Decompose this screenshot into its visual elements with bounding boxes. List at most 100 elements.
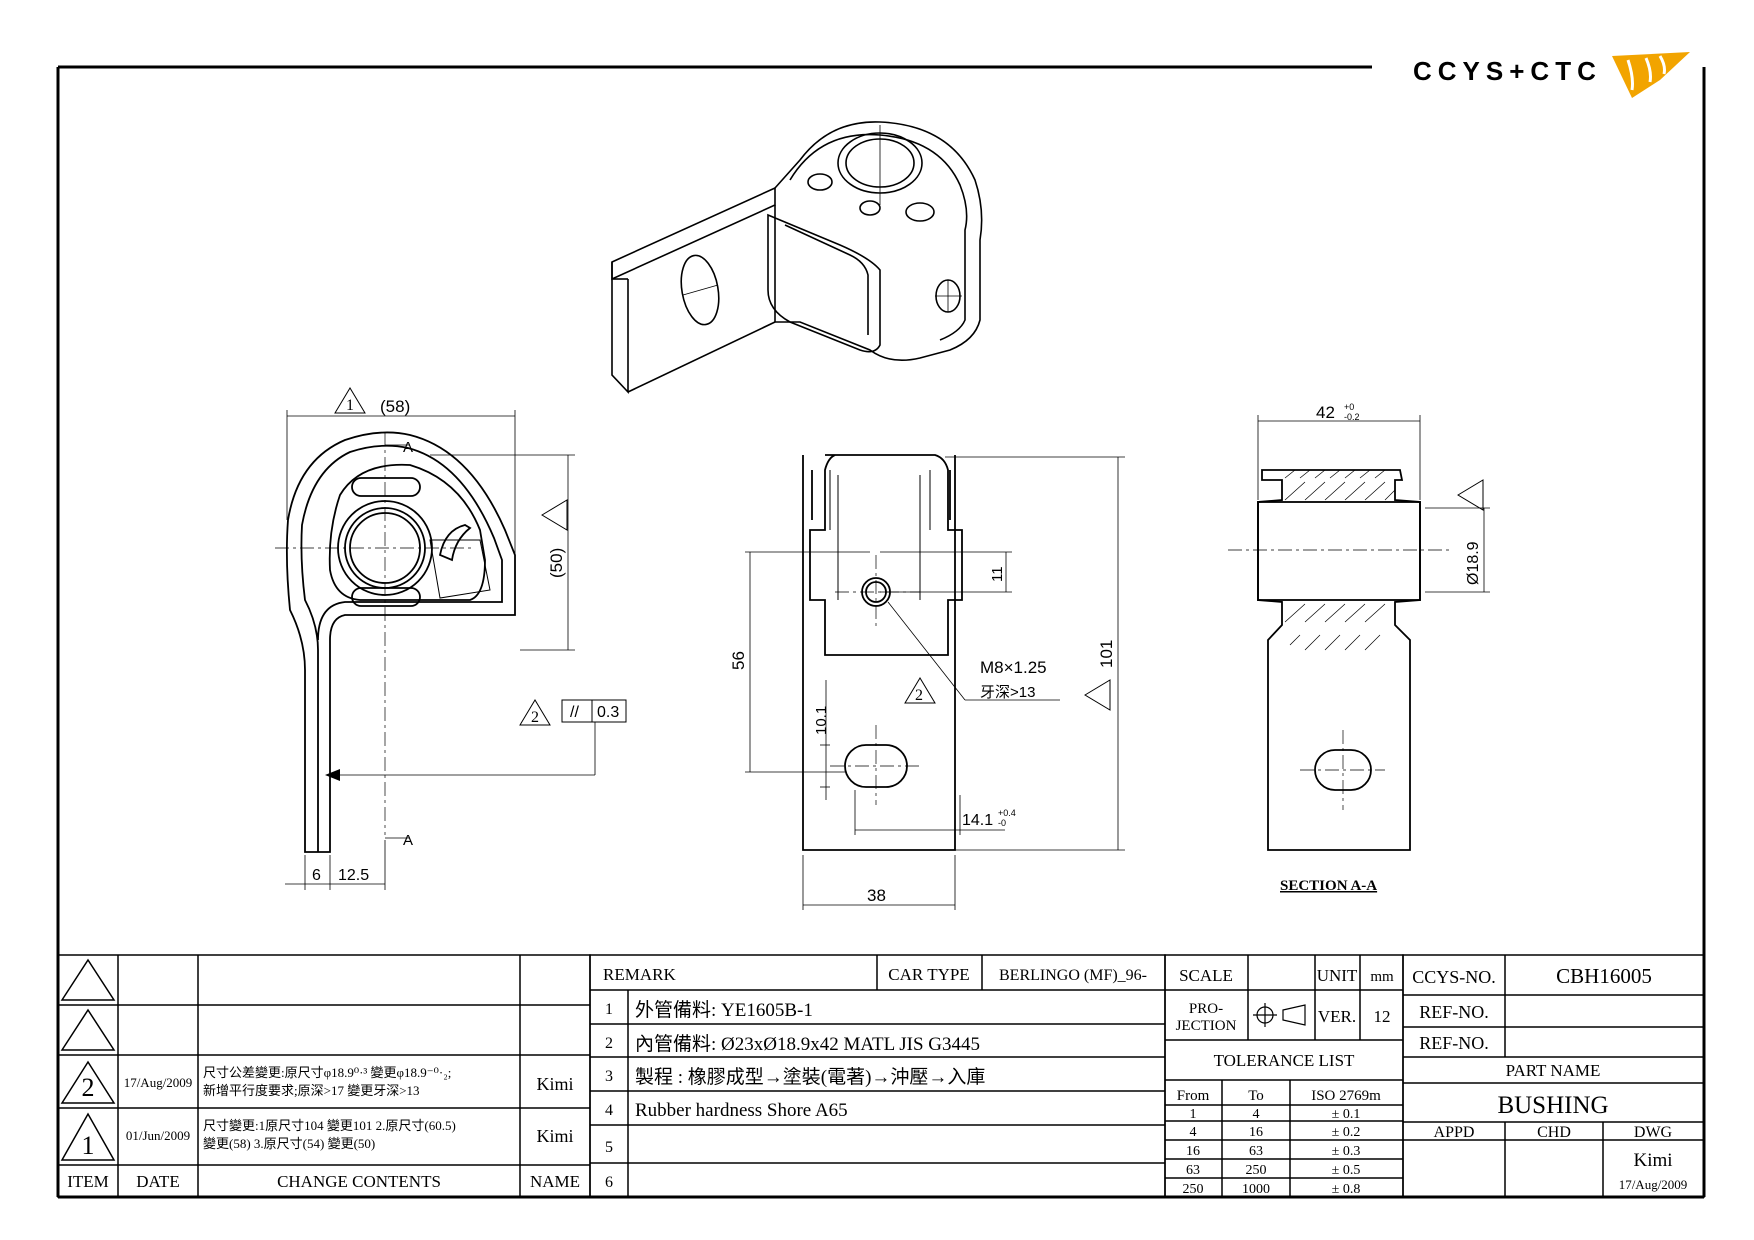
remark-no: 3 [605,1068,613,1085]
isometric-view [611,121,983,395]
tol-value: ± 0.3 [1332,1144,1361,1159]
remark-no: 2 [605,1035,613,1052]
ver-value: 12 [1374,1007,1391,1026]
tolerance-title: TOLERANCE LIST [1214,1051,1355,1070]
dim-56: 56 [729,651,748,670]
svg-text:-0.2: -0.2 [1344,412,1360,422]
parallel-rev-marker: 2 [531,709,539,726]
top-height-dim: (50) [547,548,566,578]
chd-label: CHD [1537,1124,1571,1141]
thread-rev-marker: 2 [915,687,923,704]
top-width-dim: (58) [380,397,410,416]
drawer-name: Kimi [1633,1150,1672,1171]
dim-38: 38 [867,886,886,905]
section-mark-bottom: A [403,832,413,849]
company-logo: CCYS+CTC [1413,52,1690,98]
revision-2-item: 2 [82,1073,95,1102]
revision-2-date: 17/Aug/2009 [124,1075,193,1090]
revision-2-name: Kimi [536,1074,573,1094]
dim-101: 101 [1097,640,1116,668]
unit-value: mm [1370,969,1394,985]
ref-no-label-1: REF-NO. [1419,1002,1489,1022]
dim-11: 11 [989,566,1006,582]
side-view: A A 1 (58) (50) 2 // 0.3 [275,387,627,890]
section-view: 42 +0 -0.2 Ø18.9 SECTION A-A [1228,402,1490,894]
tol-value: ± 0.2 [1332,1125,1361,1140]
slot-length-dim: 14.1 [962,812,993,829]
revision-1-name: Kimi [536,1126,573,1146]
remark-rows: 1 外管備料: YE1605B-1 2 內管備料: Ø23xØ18.9x42 M… [605,999,985,1191]
car-type-label: CAR TYPE [888,965,969,984]
remark-text: Rubber hardness Shore A65 [635,1100,848,1121]
title-block [1402,954,1705,1198]
header-date: DATE [136,1172,179,1191]
thread-spec: M8×1.25 [980,658,1047,677]
revision-1-content-line2: 變更(58) 3.原尺寸(54) 變更(50) [203,1136,375,1151]
remarks-table [589,954,1166,1198]
tol-value: ± 0.8 [1332,1182,1361,1197]
projection-label-2: JECTION [1176,1018,1237,1034]
remark-no: 4 [605,1102,613,1119]
tol-to: 250 [1246,1163,1267,1178]
appd-label: APPD [1434,1124,1475,1141]
remark-text: 外管備料: YE1605B-1 [635,999,813,1021]
section-mark-top: A [403,439,413,456]
ccys-no-label: CCYS-NO. [1412,967,1496,987]
parallel-tolerance: 0.3 [597,704,619,721]
remark-no: 6 [605,1174,613,1191]
ccys-no-value: CBH16005 [1556,964,1652,988]
top-width-rev-marker: 1 [346,397,354,414]
ver-label: VER. [1318,1007,1356,1026]
tol-from: 4 [1190,1125,1197,1140]
tol-header-std: ISO 2769m [1311,1088,1381,1104]
projection-label-1: PRO- [1189,1001,1223,1017]
section-width-dim: 42 [1316,403,1335,422]
tol-to: 16 [1249,1125,1263,1140]
scale-block [1164,954,1404,1198]
tol-from: 63 [1186,1163,1200,1178]
revision-2-content-line1: 尺寸公差變更:原尺寸φ18.9⁰·³ 變更φ18.9⁻⁰·₂; [203,1065,451,1080]
remark-text: 製程 : 橡膠成型→塗裝(電著)→沖壓→入庫 [635,1065,985,1088]
front-view: 101 56 11 10.1 14.1 +0.4 -0 [729,454,1125,910]
tol-value: ± 0.5 [1332,1163,1361,1178]
revision-1-content-line1: 尺寸變更:1原尺寸104 變更101 2.原尺寸(60.5) [203,1118,456,1133]
dwg-label: DWG [1634,1124,1673,1141]
section-label: SECTION A-A [1280,878,1377,894]
revision-2-content-line2: 新增平行度要求;原深>17 變更牙深>13 [203,1083,420,1098]
part-name-value: BUSHING [1497,1092,1608,1119]
tolerance-rows: 1 4 ± 0.1 4 16 ± 0.2 16 63 ± 0.3 63 250 … [1183,1107,1361,1197]
dim-12-5: 12.5 [338,867,369,884]
thread-depth: 牙深>13 [980,684,1035,701]
parallel-symbol-icon: // [570,704,579,721]
third-angle-projection-icon [1253,1003,1306,1027]
unit-label: UNIT [1317,966,1358,985]
remark-header: REMARK [603,965,676,984]
tol-to: 63 [1249,1144,1263,1159]
tol-to: 1000 [1242,1182,1270,1197]
part-name-label: PART NAME [1506,1061,1601,1080]
tol-header-to: To [1248,1088,1264,1104]
dim-6: 6 [312,867,321,884]
slot-position-dim: 10.1 [813,706,830,735]
header-name: NAME [530,1172,580,1191]
revision-1-date: 01/Jun/2009 [126,1128,190,1143]
ref-no-label-2: REF-NO. [1419,1033,1489,1053]
revision-1-item: 1 [82,1131,95,1160]
remark-text: 內管備料: Ø23xØ18.9x42 MATL JIS G3445 [635,1033,980,1055]
section-bore-dim: Ø18.9 [1465,541,1482,585]
logo-text: CCYS+CTC [1413,56,1602,86]
tol-from: 1 [1190,1107,1197,1122]
section-width-tol: +0 [1344,402,1354,412]
car-type-value: BERLINGO (MF)_96- [999,967,1147,984]
tol-from: 16 [1186,1144,1200,1159]
tol-value: ± 0.1 [1332,1107,1361,1122]
scale-label: SCALE [1179,966,1233,985]
revision-table [57,954,591,1198]
tol-to: 4 [1253,1107,1260,1122]
remark-no: 1 [605,1001,613,1018]
slot-length-tol: +0.4 [998,808,1016,818]
drawing-date: 17/Aug/2009 [1619,1177,1688,1192]
header-change-contents: CHANGE CONTENTS [277,1172,441,1191]
svg-text:-0: -0 [998,818,1006,828]
